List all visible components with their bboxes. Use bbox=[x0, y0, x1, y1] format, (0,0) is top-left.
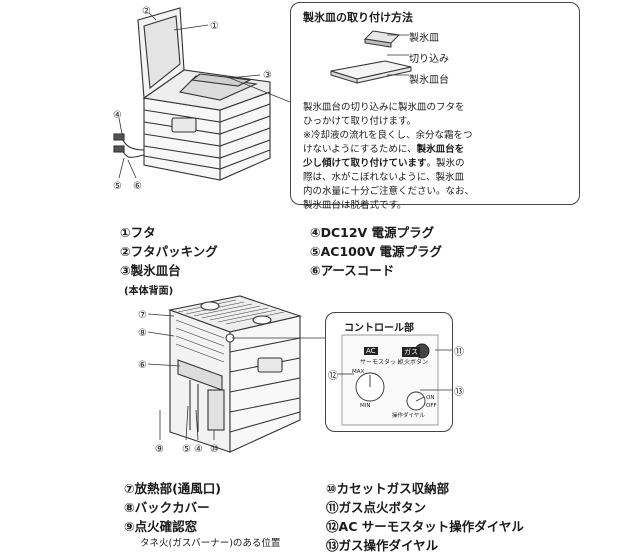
callout-6b: ⑥ bbox=[138, 360, 147, 371]
tray-instructions: 製氷皿台の切り込みに製氷皿のフタを ひっかけて取り付けます。 ※冷却液の流れを良… bbox=[303, 102, 475, 211]
fridge-back-illustration: ⑦ ⑧ ⑥ ⑨ ⑤ ④ ⑩ bbox=[138, 295, 325, 455]
legend-item-10: ⑩カセットガス収納部 bbox=[326, 481, 450, 496]
notch-label: 切り込み bbox=[409, 54, 449, 65]
callout-12: ⑫ bbox=[328, 371, 338, 382]
callout-3: ③ bbox=[263, 70, 272, 81]
control-leaders bbox=[338, 349, 452, 391]
gas-dial-label: 操作ダイヤル bbox=[392, 413, 425, 419]
thermostat-label: サーモスタット bbox=[360, 359, 403, 366]
callout-11: ⑪ bbox=[454, 347, 464, 358]
legend-item-9-note: タネ火(ガスバーナー)のある位置 bbox=[140, 538, 281, 549]
ac-badge: AC bbox=[364, 347, 378, 355]
ice-tray-callout-title: 製氷皿の取り付け方法 bbox=[303, 11, 413, 24]
legend-item-13: ⑬ガス操作ダイヤル bbox=[326, 538, 439, 553]
legend-item-7: ⑦放熱部(通風口) bbox=[124, 481, 222, 496]
legend-item-11: ⑪ガス点火ボタン bbox=[326, 500, 427, 515]
callout-13: ⑬ bbox=[454, 387, 464, 398]
legend-item-3: ③製氷皿台 bbox=[120, 263, 181, 278]
legend-item-1: ①フタ bbox=[120, 225, 156, 240]
callout-5: ⑤ bbox=[113, 181, 122, 192]
control-panel-callout: コントロール部 AC サーモスタット ガス 点火ボタン MAX MIN 操作ダイ… bbox=[325, 312, 453, 432]
callout-2: ② bbox=[142, 6, 151, 17]
callout-8: ⑧ bbox=[138, 328, 147, 339]
tray-leader-lines bbox=[387, 34, 409, 76]
legend-item-9: ⑨点火確認窓 bbox=[124, 519, 198, 534]
legend-item-5: ⑤AC100V 電源プラグ bbox=[310, 244, 443, 259]
gas-badge: ガス bbox=[402, 347, 420, 357]
callout-4: ④ bbox=[113, 110, 122, 121]
legend-item-6: ⑥アースコード bbox=[310, 263, 395, 278]
callout-4b: ④ bbox=[194, 444, 203, 455]
ice-tray-callout: 製氷皿の取り付け方法 製氷皿 切り込み 製氷皿台 製氷皿台の切り込みに製氷皿のフ… bbox=[290, 2, 580, 211]
control-panel-title: コントロール部 bbox=[344, 323, 414, 334]
ignite-label: 点火ボタン bbox=[398, 359, 429, 366]
callout-5b: ⑤ bbox=[182, 444, 191, 455]
legend-item-4: ④DC12V 電源プラグ bbox=[310, 225, 435, 240]
gas-dial-on: ON bbox=[426, 395, 435, 401]
legend-item-12: ⑫AC サーモスタット操作ダイヤル bbox=[326, 519, 524, 534]
dial-mark-max: MAX bbox=[352, 369, 365, 375]
fridge-front-illustration: ② ① ③ ④ ⑤ ⑥ bbox=[113, 6, 290, 192]
back-view-title: (本体背面) bbox=[124, 286, 174, 297]
callout-1: ① bbox=[210, 21, 219, 32]
callout-10: ⑩ bbox=[210, 444, 219, 455]
callout-9: ⑨ bbox=[155, 444, 164, 455]
gas-dial-off: OFF bbox=[426, 403, 437, 409]
dial-mark-min: MIN bbox=[360, 403, 371, 409]
tray-label: 製氷皿 bbox=[409, 33, 439, 44]
callout-6: ⑥ bbox=[133, 181, 142, 192]
legend-item-8: ⑧バックカバー bbox=[124, 500, 210, 515]
control-panel-drawing bbox=[341, 334, 439, 426]
base-label: 製氷皿台 bbox=[409, 75, 449, 86]
legend-item-2: ②フタパッキング bbox=[120, 244, 218, 259]
callout-7: ⑦ bbox=[138, 310, 147, 321]
ice-tray-illustration bbox=[330, 30, 412, 84]
